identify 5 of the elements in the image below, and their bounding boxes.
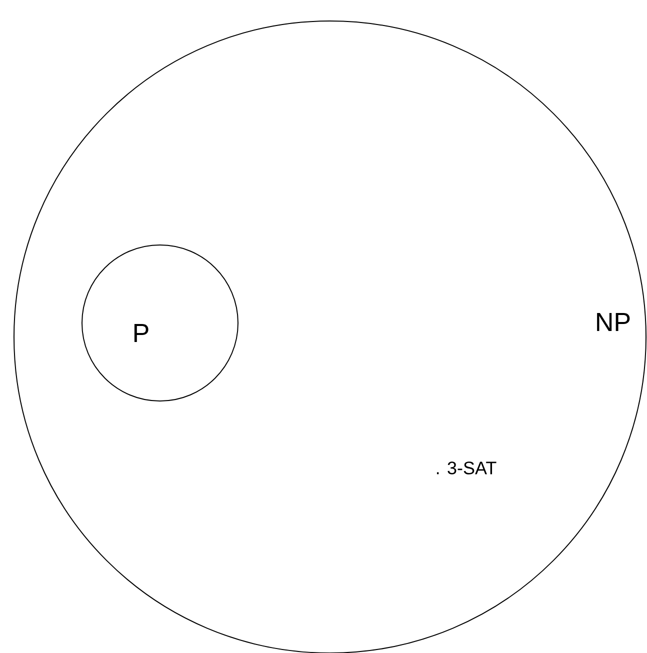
set-circle	[82, 244, 238, 402]
set-label: P	[134, 324, 148, 342]
set-circle	[14, 20, 646, 653]
set-label: NP	[597, 313, 630, 331]
point-label: . 3-SAT	[436, 462, 496, 474]
